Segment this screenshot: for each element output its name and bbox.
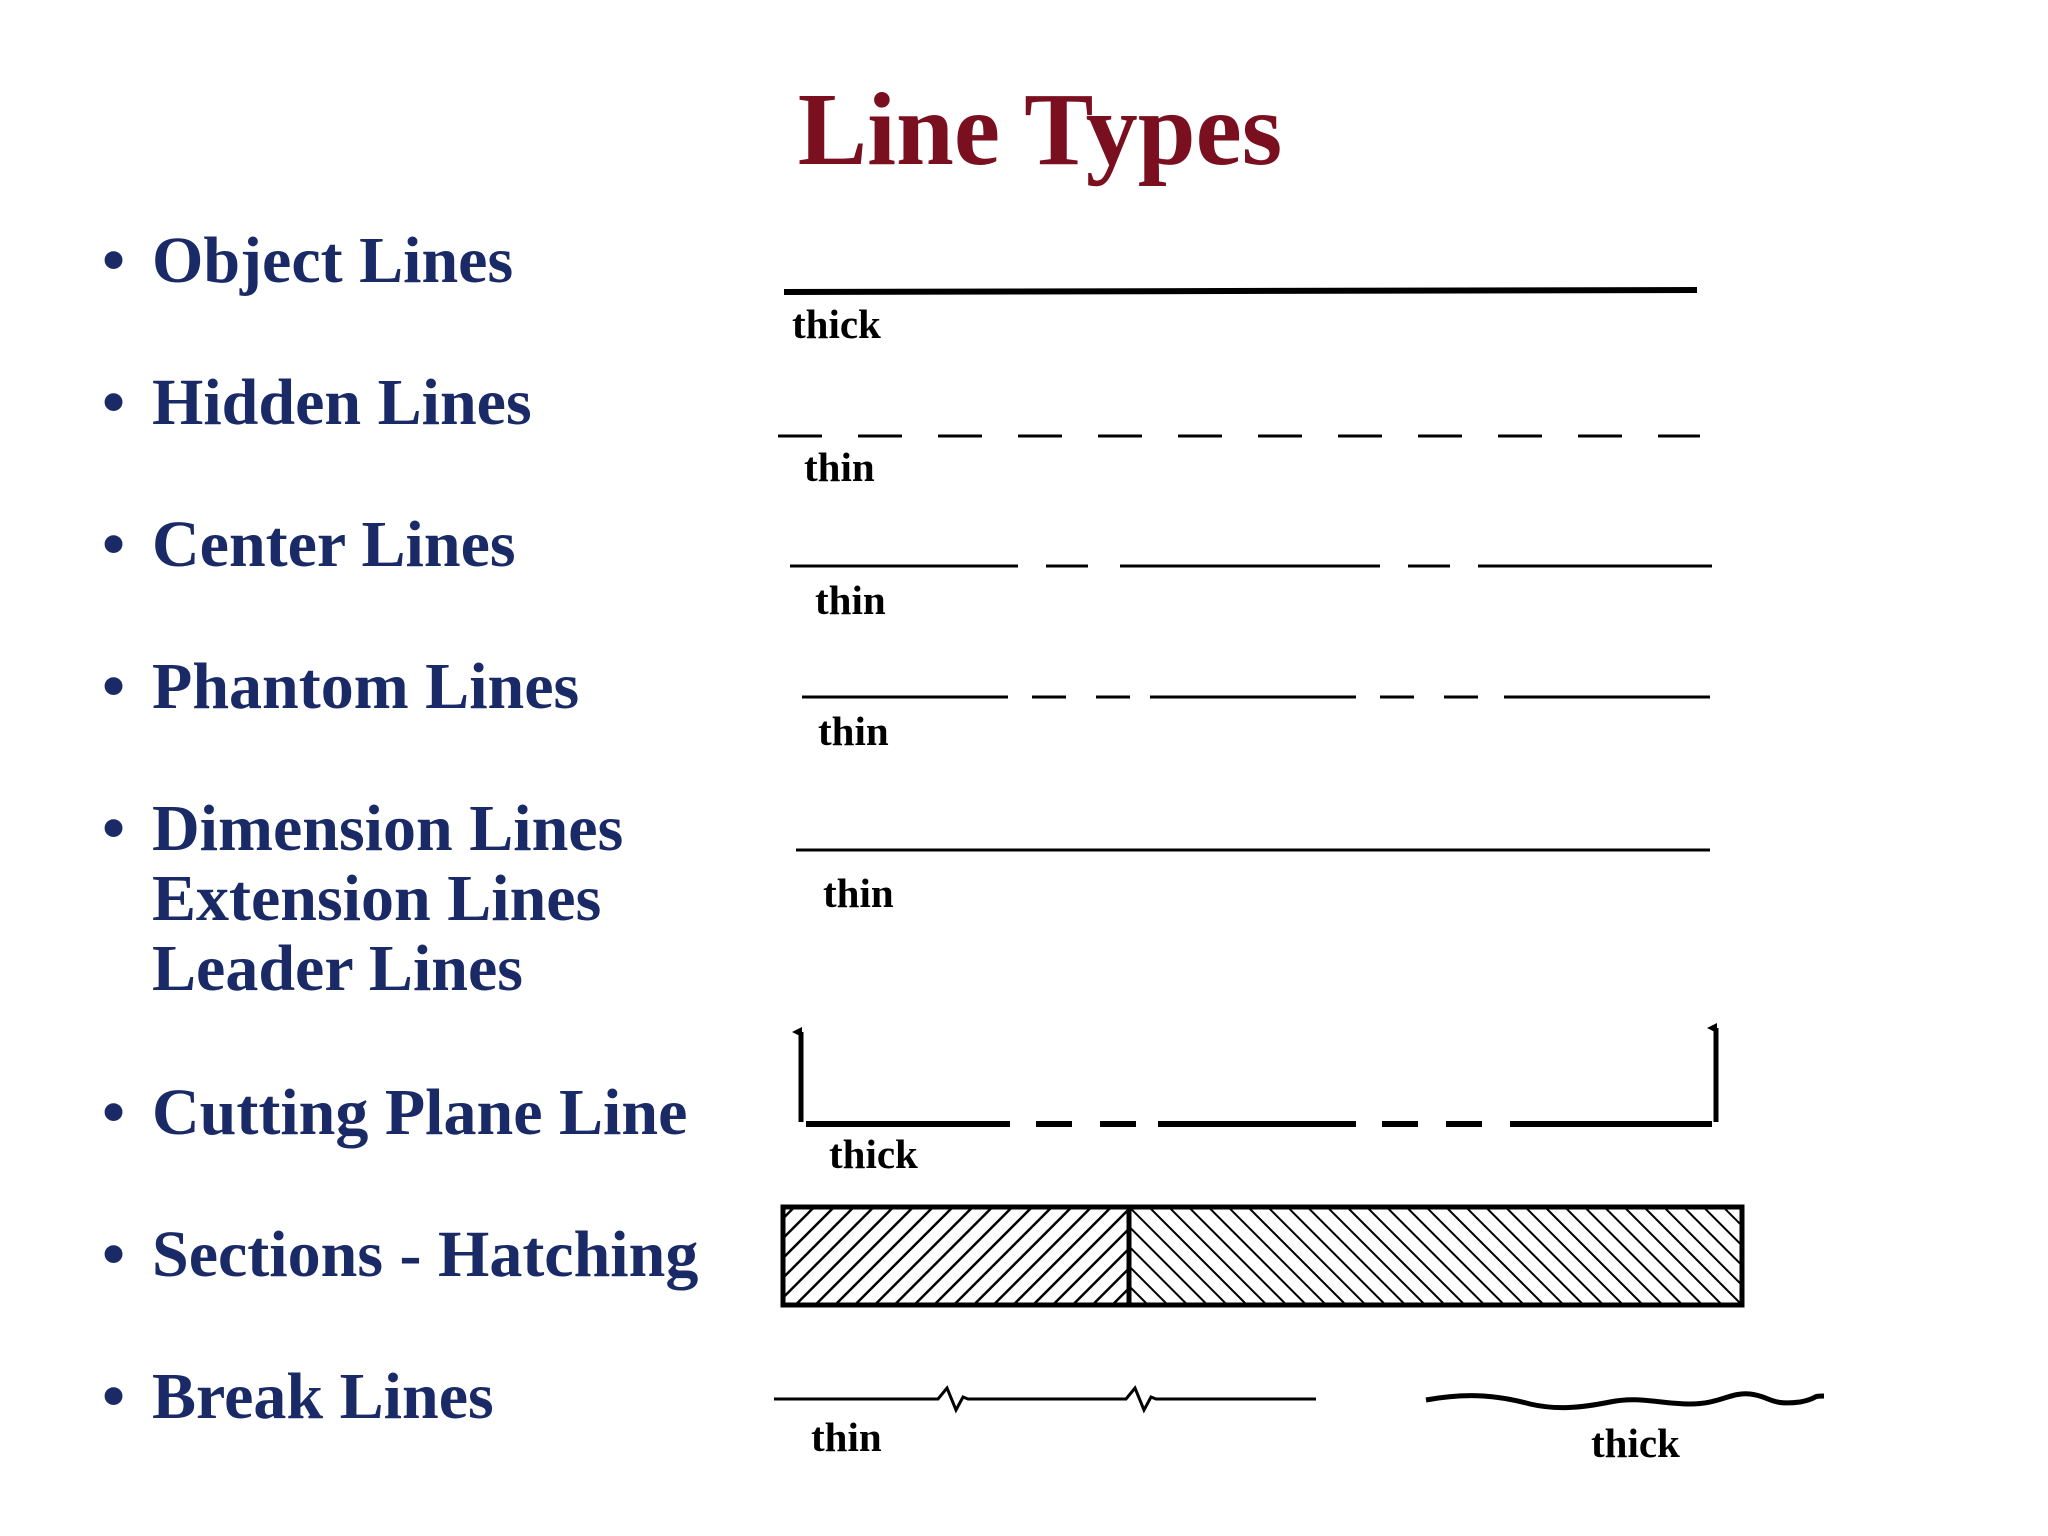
cutting-plane-line [792,1023,1719,1127]
page-title: Line Types [797,72,1283,187]
bullet-dot: • [102,224,126,297]
bullet-dot: • [102,650,126,723]
weight-label-phantom: thin [818,708,889,754]
break-line-thick [1425,1391,1825,1411]
bullet-dot: • [102,508,126,581]
list-item-label: Phantom Lines [152,650,580,723]
weight-label-cutting: thick [829,1131,918,1177]
break-line-thin [774,1385,1316,1414]
section-hatching [780,1204,1745,1308]
list-item-object-lines: • Object Lines [102,226,513,296]
list-item-label: Object Lines [152,224,514,297]
list-item-label: Sections - Hatching [152,1218,699,1291]
bullet-dot: • [102,1218,126,1291]
list-item-break-lines: • Break Lines [102,1362,494,1432]
list-item-label: Hidden Lines [152,366,532,439]
bullet-dot: • [102,792,126,865]
list-item-phantom-lines: • Phantom Lines [102,652,579,722]
list-item-cutting-plane-line: • Cutting Plane Line [102,1078,687,1148]
list-item-label: Break Lines [152,1360,494,1433]
list-item-label: Dimension Lines [152,792,624,865]
weight-label-hidden: thin [804,444,875,490]
list-item-label-leader: Leader Lines [152,932,523,1005]
weight-label-break-thick: thick [1591,1420,1680,1466]
list-item-label-extension: Extension Lines [152,862,602,935]
list-item-hidden-lines: • Hidden Lines [102,368,532,438]
weight-label-break-thin: thin [811,1414,882,1460]
list-item-sections-hatching: • Sections - Hatching [102,1220,698,1290]
list-item-dimension-lines: • Dimension Lines Extension Lines Leader … [102,794,623,1004]
bullet-dot: • [102,1360,126,1433]
list-item-center-lines: • Center Lines [102,510,516,580]
object-line [783,287,1698,295]
list-item-label: Center Lines [152,508,516,581]
weight-label-dimension: thin [823,870,894,916]
bullet-dot: • [102,366,126,439]
list-item-label: Cutting Plane Line [152,1076,688,1149]
weight-label-object: thick [792,301,881,347]
weight-label-center: thin [815,577,886,623]
bullet-dot: • [102,1076,126,1149]
